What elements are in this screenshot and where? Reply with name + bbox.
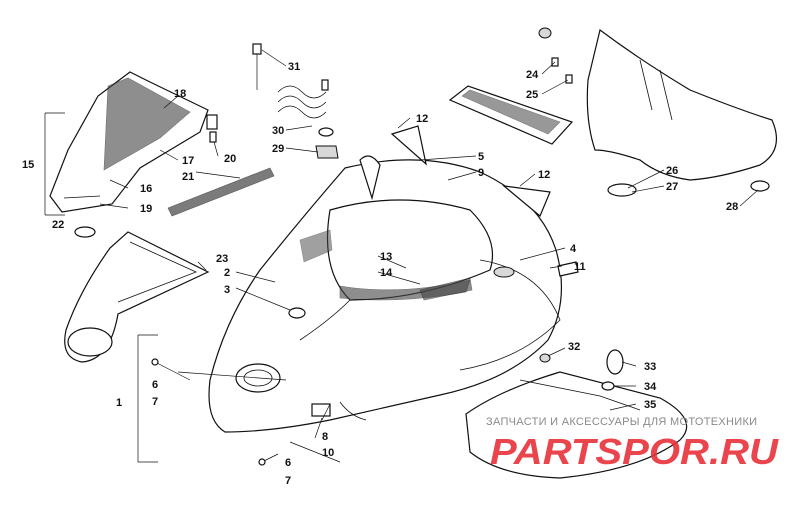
callout-labels: 1 2 3 4 5 6 7 6 7 8 9 10 11 12 12 13 14 … <box>22 61 738 487</box>
callout-31: 31 <box>288 61 300 73</box>
callout-6: 6 <box>152 379 158 391</box>
callout-12: 12 <box>416 113 428 125</box>
callout-3: 3 <box>224 284 230 296</box>
callout-16: 16 <box>140 183 152 195</box>
rivets <box>151 358 341 466</box>
callout-34: 34 <box>644 381 657 393</box>
callout-4: 4 <box>570 243 577 255</box>
leader-lines <box>44 49 759 463</box>
watermark-logo-text: PARTSPOR.RU <box>490 431 779 472</box>
callout-8: 8 <box>322 431 328 443</box>
callout-9: 9 <box>478 167 484 179</box>
watermark-logo: PARTSPOR.RU <box>490 431 779 472</box>
callout-17: 17 <box>182 155 194 167</box>
washer-22 <box>74 226 96 238</box>
callout-18: 18 <box>174 88 186 100</box>
callout-2: 2 <box>224 267 230 279</box>
spring-fastener <box>252 43 339 159</box>
callout-20: 20 <box>224 153 236 165</box>
callout-5: 5 <box>478 151 484 163</box>
callout-27: 27 <box>666 181 678 193</box>
hood-body <box>208 125 579 433</box>
decal-strip <box>167 167 275 217</box>
callout-22: 22 <box>52 219 64 231</box>
callout-25: 25 <box>526 89 538 101</box>
callout-26: 26 <box>666 165 678 177</box>
callout-12b: 12 <box>538 169 550 181</box>
callout-7b: 7 <box>285 475 291 487</box>
callout-11: 11 <box>574 261 586 273</box>
callout-19: 19 <box>140 203 152 215</box>
belly-pan <box>465 371 688 479</box>
callout-10: 10 <box>322 447 334 459</box>
callout-21: 21 <box>182 171 194 183</box>
callout-35: 35 <box>644 399 656 411</box>
callout-28: 28 <box>726 201 738 213</box>
callout-6b: 6 <box>285 457 291 469</box>
callout-29: 29 <box>272 143 284 155</box>
windshield-washers <box>538 27 770 192</box>
watermark-subtitle: ЗАПЧАСТИ И АКСЕССУАРЫ ДЛЯ МОТОТЕХНИКИ <box>486 416 758 428</box>
callout-32: 32 <box>568 341 580 353</box>
callout-15: 15 <box>22 159 34 171</box>
callout-33: 33 <box>644 361 656 373</box>
callout-24: 24 <box>526 69 539 81</box>
callout-13: 13 <box>380 251 392 263</box>
callout-30: 30 <box>272 125 284 137</box>
callout-1: 1 <box>116 397 122 409</box>
vent-panel <box>448 85 574 145</box>
callout-14: 14 <box>380 267 393 279</box>
windshield <box>586 28 778 197</box>
callout-7: 7 <box>152 396 158 408</box>
side-panel-left <box>49 71 218 213</box>
callout-23: 23 <box>216 253 228 265</box>
inner-reflector <box>64 231 210 363</box>
grommets <box>539 349 624 391</box>
